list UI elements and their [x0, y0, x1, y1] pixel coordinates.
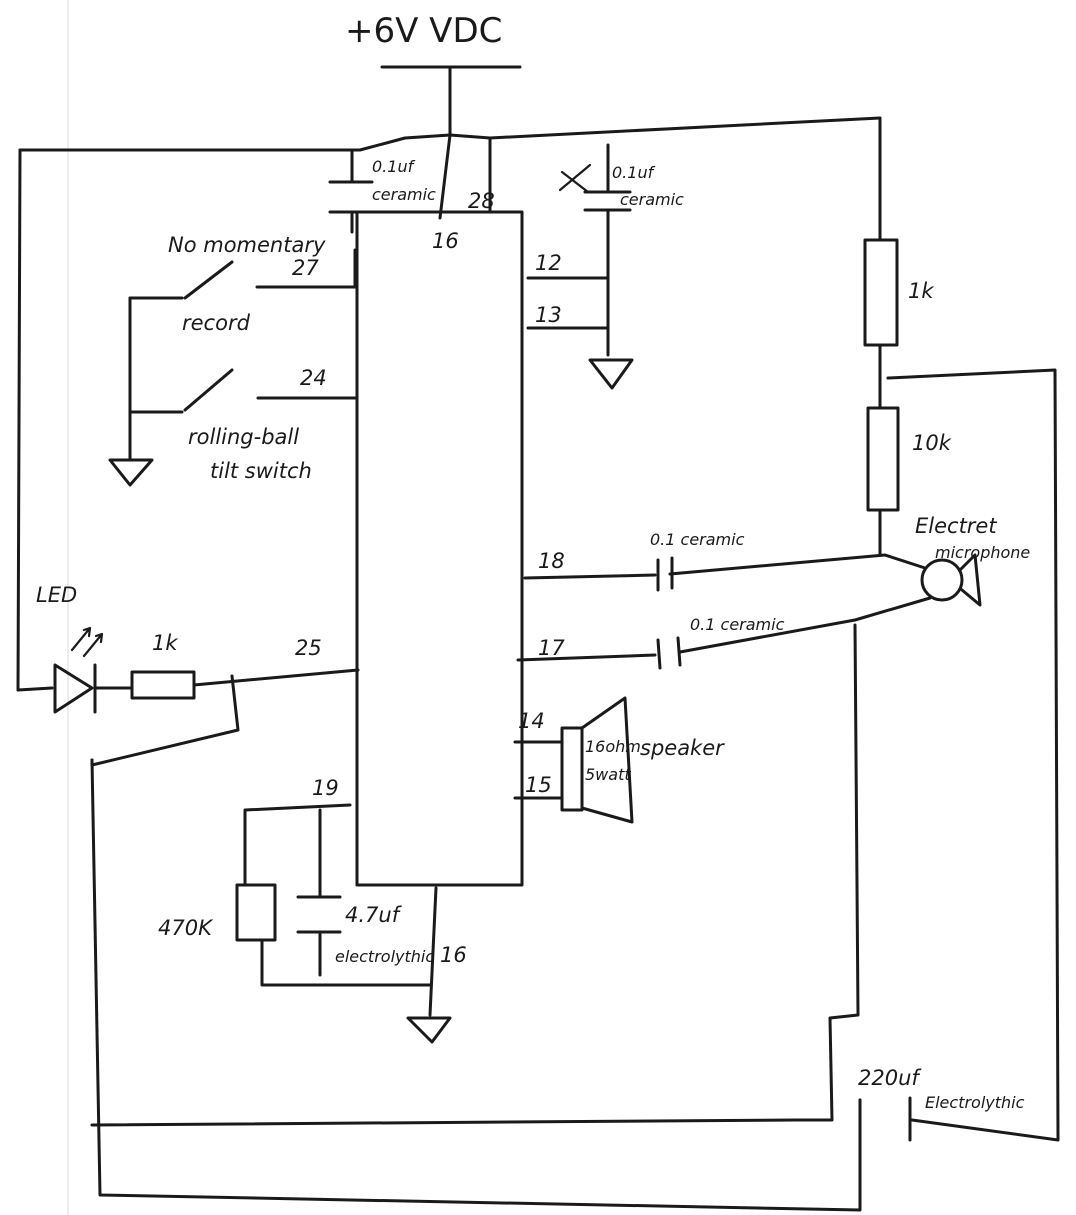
led-branch: LED 1k 25	[16, 148, 360, 767]
bulk-cap: 220uf Electrolythic	[90, 758, 1025, 1212]
pins-12-13: 12 13	[526, 251, 610, 330]
microphone: Electret microphone	[915, 514, 1030, 607]
speaker-power: 5watt	[585, 765, 631, 784]
pin-label-15: 15	[525, 773, 552, 797]
mic-bias: 1k 10k	[863, 116, 1060, 1142]
switch-record-function: record	[182, 311, 251, 335]
supply-label: +6V VDC	[345, 11, 502, 51]
speaker-magnet	[560, 726, 584, 812]
ic-body	[355, 210, 524, 887]
cap-supply-right: 0.1uf ceramic	[558, 143, 684, 390]
microphone-label-1: Electret	[915, 514, 997, 538]
pin-label-24: 24	[300, 366, 327, 390]
top-rail-wires	[18, 116, 882, 220]
switch-record-label: No momentary	[168, 233, 326, 257]
resistor-mic-1k	[863, 238, 899, 347]
cap-supply-right-value: 0.1uf	[612, 163, 656, 182]
cap-supply-left-value: 0.1uf	[372, 157, 416, 176]
resistor-osc-value: 470K	[158, 916, 214, 940]
microphone-label-2: microphone	[935, 543, 1030, 562]
cap-mic-18-value: 0.1 ceramic	[650, 530, 745, 549]
pin-label-28: 28	[468, 189, 495, 213]
cap-supply-left: 0.1uf ceramic	[328, 148, 436, 234]
ground-symbol-ic	[406, 1016, 452, 1044]
cap-osc-type: electrolythic	[335, 947, 434, 966]
pin-label-18: 18	[538, 549, 565, 573]
switch-tilt-label-2: tilt switch	[210, 459, 312, 483]
mic-line-18: 18 0.1 ceramic	[523, 530, 927, 592]
resistor-mic-10k	[866, 406, 900, 512]
led-label: LED	[36, 583, 77, 607]
resistor-led	[130, 670, 196, 700]
speaker-label: speaker	[640, 736, 725, 760]
resistor-mic-2-value: 10k	[912, 431, 952, 455]
ground-symbol-12-13	[588, 358, 634, 390]
pin-label-19: 19	[312, 776, 339, 800]
pin-label-16-bottom: 16	[440, 943, 467, 967]
resistor-mic-1-value: 1k	[908, 279, 934, 303]
power-supply: +6V VDC	[345, 11, 522, 137]
cap-bulk-value: 220uf	[858, 1066, 922, 1090]
switch-record: 27 No momentary record	[128, 233, 357, 335]
pin-label-17: 17	[538, 636, 565, 660]
pin-label-27: 27	[292, 256, 319, 280]
pin-label-12: 12	[535, 251, 562, 275]
speaker: 14 15 16ohm 5watt speaker	[513, 696, 725, 824]
cap-bulk-type: Electrolythic	[925, 1093, 1025, 1112]
led-symbol	[53, 663, 94, 714]
pin-label-13: 13	[535, 303, 562, 327]
resistor-led-value: 1k	[152, 631, 178, 655]
switch-tilt: 24 rolling-ball tilt switch	[108, 296, 357, 487]
microphone-symbol	[920, 558, 964, 602]
ic-chip: 16 28	[355, 189, 524, 887]
cap-supply-left-type: ceramic	[372, 185, 436, 204]
pin-label-14: 14	[518, 709, 545, 733]
cap-mic-17-value: 0.1 ceramic	[690, 615, 785, 634]
cap-supply-right-type: ceramic	[620, 190, 684, 209]
pin-label-25: 25	[295, 636, 322, 660]
switch-tilt-label-1: rolling-ball	[188, 425, 299, 449]
cap-osc-value: 4.7uf	[345, 903, 403, 927]
speaker-impedance: 16ohm	[585, 737, 641, 756]
resistor-osc	[235, 883, 277, 942]
osc-network: 19 470K 4.7uf electrolythic 16	[158, 776, 467, 1044]
pin-label-16-top: 16	[432, 229, 459, 253]
ground-symbol-switches	[108, 458, 154, 487]
mic-line-17: 17 0.1 ceramic	[90, 596, 932, 1127]
